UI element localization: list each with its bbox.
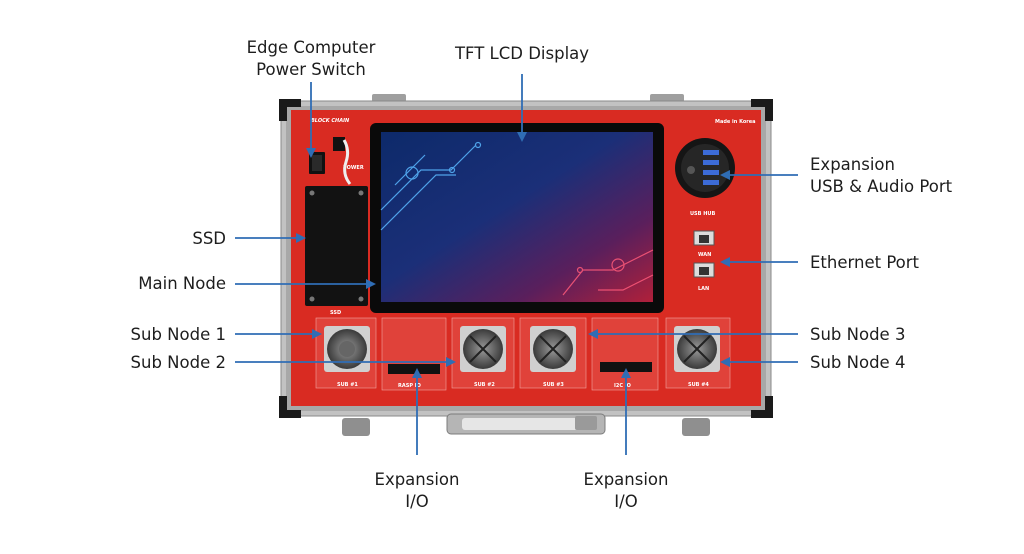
top-latch-right [650, 94, 684, 102]
label-sub-node-2: Sub Node 2 [130, 353, 226, 372]
label-power-switch: Edge Computer Power Switch [228, 37, 394, 81]
label-sub-node-3: Sub Node 3 [810, 325, 906, 344]
i2c-io-board: I2C IO [591, 317, 659, 391]
corner-cap-br [751, 396, 773, 418]
label-expansion-io-left: Expansion I/O [362, 469, 472, 513]
usb-hub-text: USB HUB [690, 211, 715, 217]
label-power-switch-line-2: Power Switch [256, 60, 366, 79]
made-in-text: Made in Korea [715, 119, 756, 125]
svg-text:I2C IO: I2C IO [614, 383, 631, 389]
svg-text:SUB #3: SUB #3 [543, 382, 564, 388]
lcd-screen [381, 132, 653, 302]
label-sub-node-4: Sub Node 4 [810, 353, 906, 372]
label-expansion-io-right-line-2: I/O [614, 492, 638, 511]
label-expansion-io-right: Expansion I/O [571, 469, 681, 513]
label-sub-node-1: Sub Node 1 [130, 325, 226, 344]
label-ssd: SSD [192, 229, 226, 248]
label-expansion-io-left-line-1: Expansion [374, 470, 460, 489]
corner-cap-tl [279, 99, 301, 121]
corner-cap-tr [751, 99, 773, 121]
label-expansion-io-right-line-1: Expansion [583, 470, 669, 489]
label-ethernet: Ethernet Port [810, 253, 920, 272]
label-expansion-usb-line-2: USB & Audio Port [810, 177, 953, 196]
label-power-switch-line-1: Edge Computer [246, 38, 376, 57]
label-display: TFT LCD Display [454, 44, 590, 63]
label-expansion-usb-line-1: Expansion [810, 155, 895, 174]
label-expansion-io-left-line-2: I/O [405, 492, 429, 511]
top-latch-left [372, 94, 406, 102]
svg-text:SUB #2: SUB #2 [474, 382, 495, 388]
brand-text: BLOCK CHAIN [311, 118, 350, 124]
sub-node-3-board: SUB #3 [519, 317, 587, 389]
svg-text:SUB #1: SUB #1 [337, 382, 358, 388]
ssd-module [305, 186, 368, 306]
foot-left [342, 418, 370, 436]
svg-text:SUB #4: SUB #4 [688, 382, 709, 388]
sub-node-4-board: SUB #4 [665, 317, 731, 389]
sub-node-2-board: SUB #2 [451, 317, 515, 389]
label-main-node: Main Node [138, 274, 226, 293]
sub-node-1-board: SUB #1 [315, 317, 377, 389]
foot-right [682, 418, 710, 436]
ssd-text: SSD [330, 310, 341, 316]
power-text: POWER [343, 165, 364, 171]
corner-cap-bl [279, 396, 301, 418]
label-expansion-usb: Expansion USB & Audio Port [810, 154, 952, 198]
svg-text:RASP IO: RASP IO [398, 383, 421, 389]
rasp-io-board: RASP IO [381, 317, 447, 391]
lan-text: LAN [698, 286, 709, 292]
wan-text: WAN [698, 252, 711, 258]
